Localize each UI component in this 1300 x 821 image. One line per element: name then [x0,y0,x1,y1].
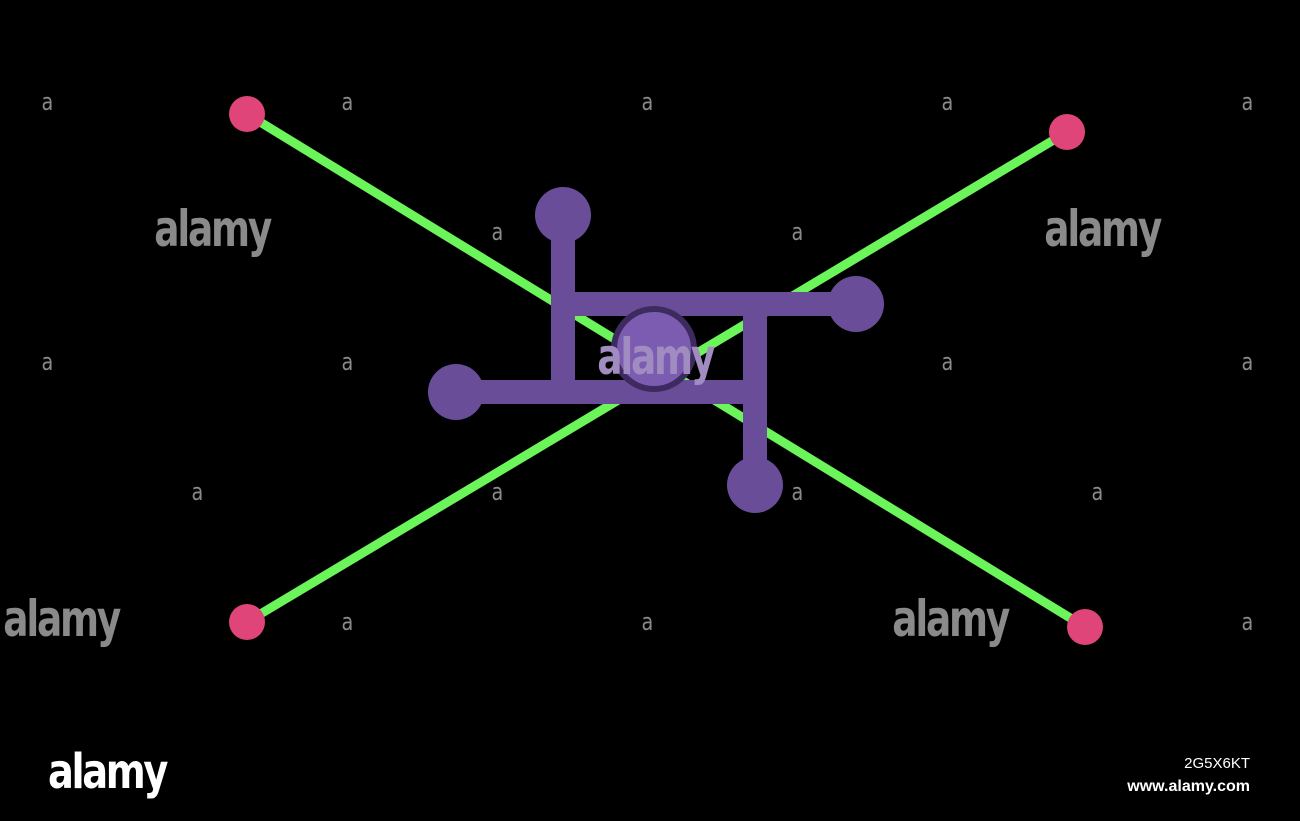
device-knob-top [535,187,591,243]
alamy-logo: alamy [48,744,168,800]
endpoint-top-right [1049,114,1085,150]
device-knob-left [428,364,484,420]
device-body-frame [554,294,763,404]
endpoint-top-left [229,96,265,132]
device-center-disc [611,306,697,392]
endpoint-bottom-left [229,604,265,640]
purple-junction-device [428,187,884,513]
site-url: www.alamy.com [1127,778,1250,795]
image-id: 2G5X6KT [1184,755,1250,772]
endpoint-bottom-right [1067,609,1103,645]
device-knob-right [828,276,884,332]
device-knob-bottom [727,457,783,513]
